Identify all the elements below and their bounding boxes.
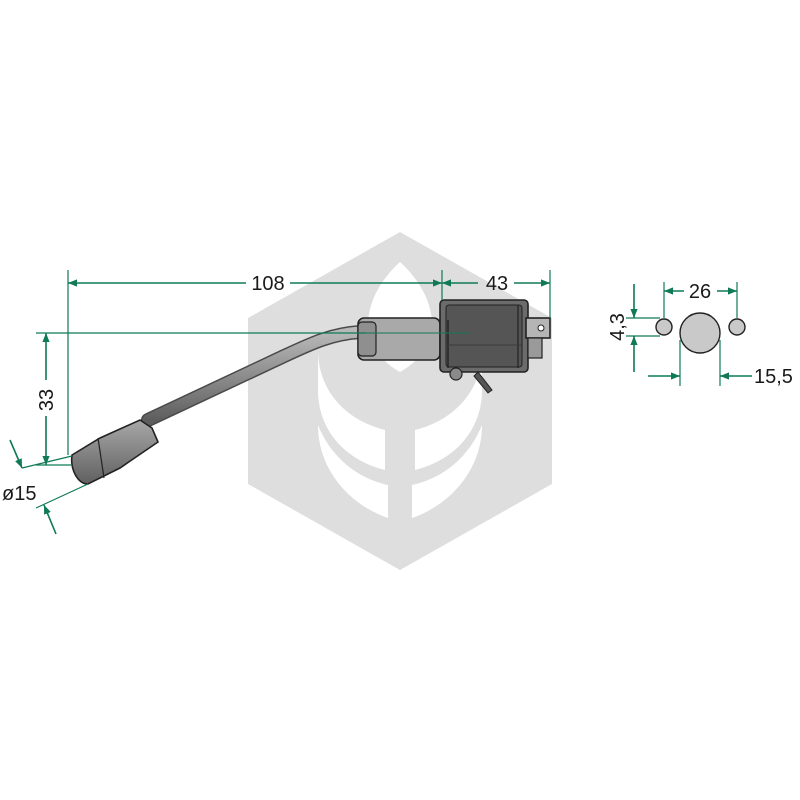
dimension-label-33: 33 [36, 389, 58, 411]
dimension-knob-diameter: ø15 [2, 439, 89, 535]
dimension-housing-length: 43 [442, 270, 551, 318]
center-hole [679, 312, 721, 354]
dimension-lever-height: 33 [36, 332, 366, 466]
lever-knob [70, 419, 159, 485]
dimension-hole-spacing: 26 [663, 281, 738, 318]
small-hole-right [728, 318, 746, 336]
dimension-label-108: 108 [251, 273, 284, 295]
dimension-label-4-3: 4,3 [607, 313, 629, 341]
dimension-label-o15: ø15 [2, 483, 36, 505]
dimension-center-hole: 15,5 [648, 340, 793, 388]
dimension-small-hole: 4,3 [607, 284, 660, 372]
lever-part [70, 299, 551, 485]
dimension-lever-length: 108 [67, 270, 443, 455]
dimension-label-43: 43 [486, 273, 508, 295]
mounting-hole-pattern [655, 312, 746, 354]
dimension-label-26: 26 [689, 281, 711, 303]
small-hole-left [655, 318, 673, 336]
dimension-label-15-5: 15,5 [754, 366, 793, 388]
